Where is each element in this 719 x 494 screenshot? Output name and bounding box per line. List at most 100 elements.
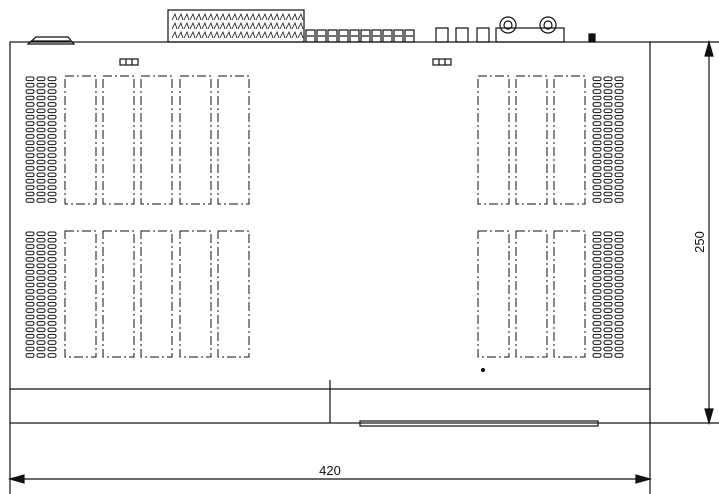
vent-slot [36, 353, 46, 358]
terminal-pin [213, 30, 220, 39]
vent-slot [603, 289, 613, 294]
vent-slot [614, 263, 624, 269]
width-label-bg [312, 462, 348, 478]
vent-slot [614, 159, 624, 165]
vent-slot [614, 114, 624, 120]
terminal-pin [249, 21, 256, 30]
vent-slot [25, 172, 35, 178]
vent-slot [614, 244, 624, 249]
terminal-pin [261, 12, 268, 21]
width-dimension [7, 423, 653, 494]
vent-slot [592, 89, 602, 94]
vent-slot [592, 282, 602, 288]
vent-slot [614, 295, 624, 301]
terminal-pin [219, 30, 226, 39]
terminal-pin [207, 12, 214, 21]
vent-slot [47, 127, 57, 133]
vent-slot [592, 191, 602, 197]
vent-slot [25, 102, 35, 107]
module-outline [217, 75, 250, 205]
vent-slot [603, 82, 613, 88]
vent-slot [25, 198, 35, 203]
vent-slot [36, 244, 46, 249]
vent-slot [25, 134, 35, 139]
vent-slot [592, 231, 602, 237]
vent-slot [603, 237, 613, 243]
module-outline [515, 75, 548, 205]
terminal-pin [255, 30, 262, 39]
vent-slot [25, 346, 35, 352]
vent-slot [614, 172, 624, 178]
module-outline [477, 230, 510, 358]
vent-slot [603, 172, 613, 178]
vent-slot [614, 321, 624, 326]
terminal-pin [177, 12, 184, 21]
vent-slot [25, 237, 35, 243]
rear-handle [26, 36, 76, 45]
terminal-pin [279, 21, 286, 30]
vent-slot [47, 269, 57, 275]
module-outline [102, 230, 135, 358]
terminal-pin [231, 21, 238, 30]
vent-slot [25, 308, 35, 313]
vent-slot [614, 191, 624, 197]
vent-slot [47, 89, 57, 94]
toggle-switch [588, 33, 596, 43]
width-arrow-right [635, 474, 653, 484]
vent-slot [36, 89, 46, 94]
module-outline [553, 75, 586, 205]
vent-slot [25, 166, 35, 171]
terminal-pin [279, 12, 286, 21]
vent-slot [47, 250, 57, 256]
height-arrow-bottom [704, 408, 714, 426]
vent-slot [592, 321, 602, 326]
vent-slot [25, 340, 35, 345]
terminal-pin [285, 21, 292, 30]
vent-slot [25, 269, 35, 275]
vent-slot [603, 263, 613, 269]
vent-slot [47, 237, 57, 243]
vent-slot [603, 127, 613, 133]
terminal-pin [195, 30, 202, 39]
vent-slot [25, 127, 35, 133]
vent-slot [614, 102, 624, 107]
vent-slot [47, 295, 57, 301]
terminal-pin [243, 12, 250, 21]
vent-slot [614, 353, 624, 358]
vent-slot [592, 289, 602, 294]
vent-slot [47, 172, 57, 178]
vent-slot [36, 114, 46, 120]
vent-slot [25, 289, 35, 294]
terminal-pin [213, 21, 220, 30]
vent-slot [592, 76, 602, 82]
terminal-pin [291, 30, 298, 39]
vent-slot [36, 172, 46, 178]
module-outlines [64, 75, 586, 358]
vent-slot [592, 244, 602, 249]
vent-slot [47, 198, 57, 203]
height-label: 250 [692, 231, 707, 253]
vent-slot [36, 282, 46, 288]
module-outline [477, 75, 510, 205]
vent-slot [47, 140, 57, 146]
vent-slot [36, 346, 46, 352]
terminal-pin [207, 30, 214, 39]
vent-slot [592, 95, 602, 101]
vent-slot [592, 327, 602, 333]
vent-slot [47, 191, 57, 197]
vent-slot [592, 263, 602, 269]
vent-slot [25, 185, 35, 190]
vent-slot [603, 257, 613, 262]
terminal-pin [201, 12, 208, 21]
vent-slot [603, 153, 613, 158]
vent-slot [36, 237, 46, 243]
vent-slot [36, 340, 46, 345]
vent-slot [36, 289, 46, 294]
vent-slot [36, 327, 46, 333]
vent-slot [614, 231, 624, 237]
vent-slot [614, 108, 624, 114]
terminal-pin [291, 21, 298, 30]
width-arrow-left [7, 474, 25, 484]
vent-slot [603, 314, 613, 320]
vent-slot [25, 121, 35, 126]
